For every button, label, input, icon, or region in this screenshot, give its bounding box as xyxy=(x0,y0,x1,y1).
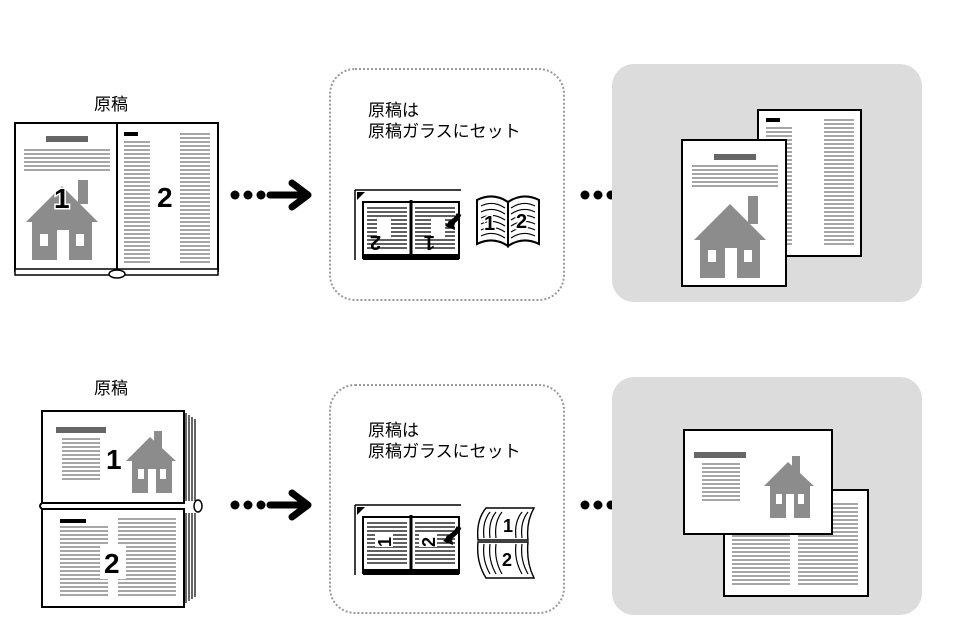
result-pages-row2 xyxy=(683,429,869,597)
original-label-row2: 原稿 xyxy=(94,379,128,398)
svg-text:1: 1 xyxy=(424,231,435,253)
page-number-2: 2 xyxy=(104,548,120,579)
instruction-line2-row1: 原稿ガラスにセット xyxy=(368,122,521,141)
svg-text:2: 2 xyxy=(419,537,439,547)
arrow-right-icon xyxy=(230,489,312,521)
svg-text:1: 1 xyxy=(484,213,495,235)
svg-text:1: 1 xyxy=(503,516,513,536)
svg-text:2: 2 xyxy=(370,231,381,253)
open-book-original-row1: 1 2 xyxy=(14,122,219,279)
instruction-box-row2 xyxy=(329,384,565,614)
arrow-right-icon xyxy=(230,179,312,211)
original-label-row1: 原稿 xyxy=(94,95,128,114)
svg-text:1: 1 xyxy=(375,537,395,547)
instruction-line1-row2: 原稿は xyxy=(368,421,419,440)
svg-text:2: 2 xyxy=(502,550,512,570)
page-number-1: 1 xyxy=(54,183,70,214)
page-number-1: 1 xyxy=(106,444,122,475)
scanner-glass-placement-icon: 2 1 xyxy=(354,189,462,260)
open-book-icon: 1 2 xyxy=(476,195,540,248)
curled-book-icon: 1 2 xyxy=(476,507,536,579)
page-number-2: 2 xyxy=(157,182,173,213)
scanner-glass-placement-icon: 1 2 xyxy=(354,504,462,575)
svg-text:2: 2 xyxy=(516,211,527,233)
instruction-box-row1 xyxy=(329,68,565,301)
result-pages-row1 xyxy=(681,109,862,287)
instruction-line2-row2: 原稿ガラスにセット xyxy=(368,442,521,461)
top-bound-book-original-row2: 1 2 xyxy=(39,410,203,608)
instruction-line1-row1: 原稿は xyxy=(368,101,419,120)
